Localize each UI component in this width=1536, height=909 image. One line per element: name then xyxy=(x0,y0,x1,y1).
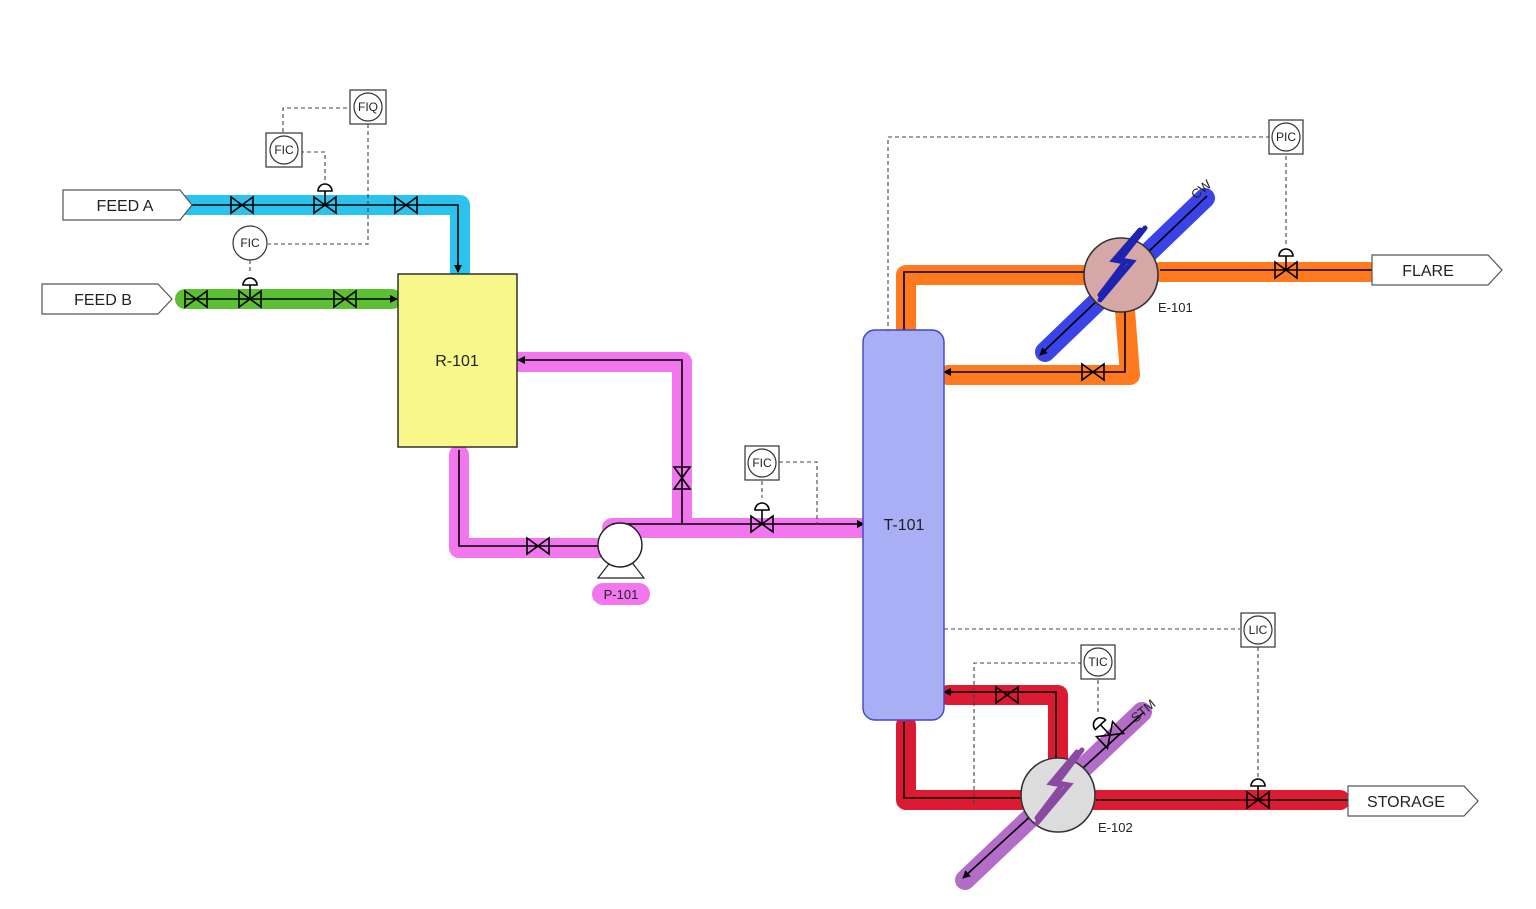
reboiler-return-highlight xyxy=(938,685,1068,770)
signal-lines xyxy=(249,107,1287,805)
pump-label: P-101 xyxy=(604,587,639,602)
svg-text:FIC: FIC xyxy=(240,236,260,250)
feed-b-label: FEED B xyxy=(74,292,132,309)
column-feed-control-valve[interactable] xyxy=(750,502,774,534)
reactor-outlet-highlight xyxy=(449,445,622,558)
flare-label: FLARE xyxy=(1402,263,1454,280)
pump-tag-highlight xyxy=(592,583,650,605)
feed-b-valve-1[interactable] xyxy=(184,289,208,309)
svg-text:LIC: LIC xyxy=(1249,623,1268,637)
storage-connector[interactable]: STORAGE xyxy=(1347,785,1479,817)
instrument-fic-recycle[interactable]: FIC xyxy=(744,445,780,481)
svg-text:FIC: FIC xyxy=(752,456,772,470)
reboiler-label: E-102 xyxy=(1098,820,1133,835)
svg-text:PIC: PIC xyxy=(1276,130,1296,144)
reboiler-coil xyxy=(1034,747,1085,826)
feed-a-valve-1[interactable] xyxy=(230,195,254,215)
feed-b-valve-2[interactable] xyxy=(333,289,357,309)
reboiler-return-valve[interactable] xyxy=(995,685,1019,705)
recycle-valve[interactable] xyxy=(672,466,692,490)
steam-control-valve[interactable] xyxy=(1088,712,1126,751)
pump-casing xyxy=(597,522,643,568)
instrument-fiq[interactable]: FIQ xyxy=(349,89,387,125)
reactor-label: R-101 xyxy=(435,353,479,370)
storage-control-valve[interactable] xyxy=(1246,778,1270,810)
reactor-vessel xyxy=(397,273,518,448)
pump[interactable]: P-101 xyxy=(592,522,650,605)
feed-b-connector[interactable]: FEED B xyxy=(41,283,173,315)
feed-a-control-valve[interactable] xyxy=(313,183,337,215)
overhead-highlight xyxy=(896,265,1095,340)
svg-text:FIQ: FIQ xyxy=(358,100,378,114)
column-shell xyxy=(862,329,945,721)
feed-b-control-valve[interactable] xyxy=(238,277,262,309)
feed-a-label: FEED A xyxy=(97,198,154,215)
column-label: T-101 xyxy=(884,517,925,534)
reactor-outlet-valve[interactable] xyxy=(526,536,550,556)
instrument-lic[interactable]: LIC xyxy=(1240,612,1276,648)
instrument-tic[interactable]: TIC xyxy=(1080,644,1116,680)
feed-a-highlight xyxy=(175,195,470,282)
svg-text:TIC: TIC xyxy=(1088,655,1108,669)
instrument-fic-feed-a[interactable]: FIC xyxy=(265,132,303,168)
bottoms-highlight xyxy=(896,715,1030,810)
svg-text:FIC: FIC xyxy=(274,143,294,157)
recycle-highlight xyxy=(509,352,692,534)
reflux-highlight xyxy=(938,300,1140,385)
reboiler[interactable]: E-102 xyxy=(1020,747,1133,835)
condenser[interactable]: E-101 xyxy=(1083,225,1193,315)
condenser-label: E-101 xyxy=(1158,300,1193,315)
condenser-coil xyxy=(1097,225,1148,303)
flare-control-valve[interactable] xyxy=(1274,248,1298,280)
reflux-valve[interactable] xyxy=(1081,362,1105,382)
reactor[interactable]: R-101 xyxy=(397,273,518,448)
instrument-pic[interactable]: PIC xyxy=(1268,119,1304,155)
valves xyxy=(184,183,1298,810)
feed-a-valve-2[interactable] xyxy=(394,195,418,215)
instrument-fic-feed-b[interactable]: FIC xyxy=(232,225,268,261)
flare-connector[interactable]: FLARE xyxy=(1371,254,1503,286)
storage-label: STORAGE xyxy=(1367,794,1445,811)
feed-a-connector[interactable]: FEED A xyxy=(62,189,193,221)
column[interactable]: T-101 xyxy=(862,329,945,721)
